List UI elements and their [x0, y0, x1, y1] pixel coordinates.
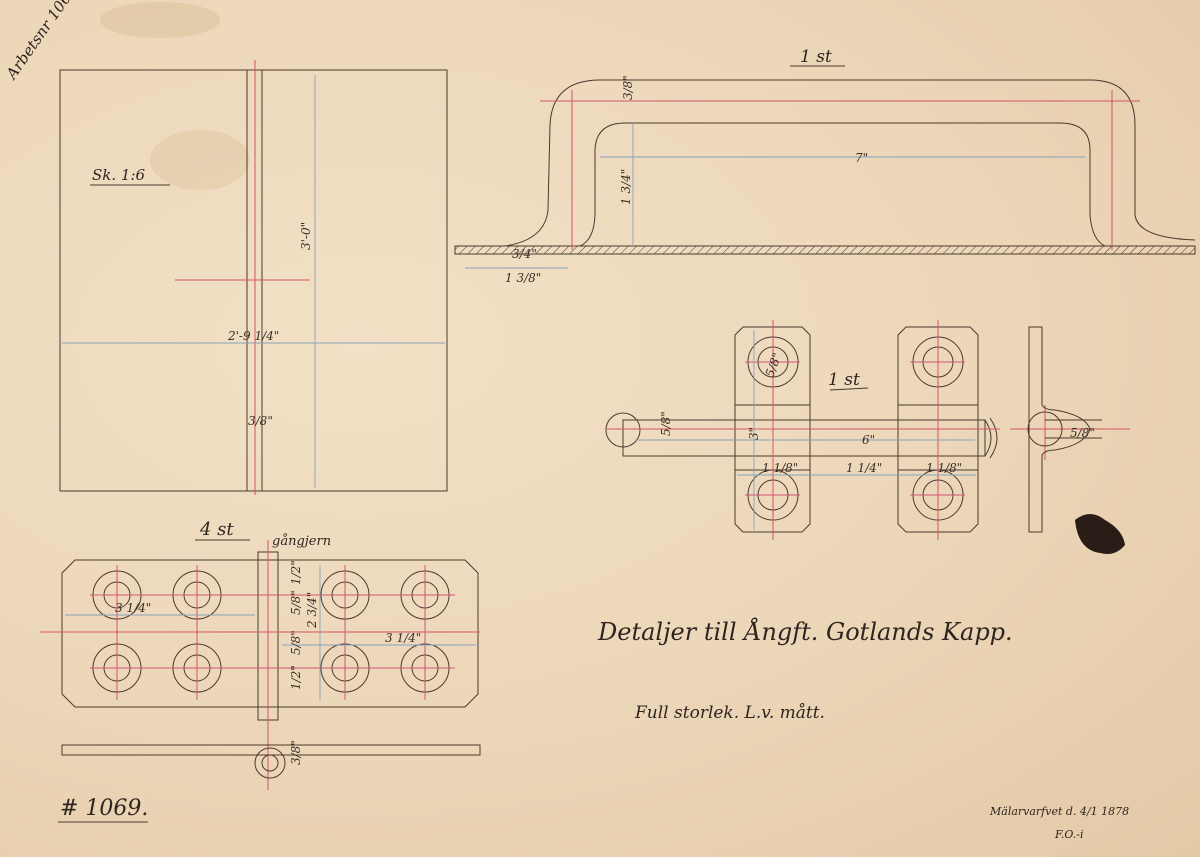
- handle-base-dim: 3/4": [512, 247, 537, 261]
- drawing-number: # 1069.: [60, 796, 148, 821]
- handle-foot-dim: 1 3/8": [505, 271, 541, 285]
- hinge-strip-dim: 3/8": [289, 740, 303, 765]
- bolt-plate-left: [734, 326, 811, 533]
- handle-quantity-label: 1 st: [800, 47, 832, 67]
- bolt-plate-right: [897, 326, 979, 533]
- plate-outline: [59, 69, 448, 492]
- handle-inner-outline: [579, 122, 1106, 247]
- signature-initials: F.O.-i: [1054, 828, 1084, 841]
- hinge-view: 4 st gångjern 3 1/4" 3 1/4" 2 3/4" 1/2": [40, 519, 481, 790]
- hinge-edge-view: [61, 744, 481, 756]
- corner-note: Arbetsnr 106.: [1, 0, 77, 84]
- bolt-spacing-dim-1: 1 1/8": [762, 461, 798, 475]
- hinge-right-dim: 3 1/4": [385, 631, 421, 645]
- ink-blot: [1075, 514, 1125, 554]
- hinge-outline: [61, 559, 479, 708]
- hinge-height-dim: 2 3/4": [305, 592, 319, 629]
- bolt-side-dim: 5/8": [1070, 426, 1095, 440]
- bolt-side-view: [1028, 326, 1091, 533]
- bolt-rod: [622, 419, 986, 457]
- stain: [100, 2, 220, 38]
- hinge-note: gångjern: [272, 533, 331, 549]
- hinge-knuckle-dim-3: 5/8": [289, 630, 303, 655]
- signature-place-date: Mälarvarfvet d. 4/1 1878: [989, 805, 1129, 818]
- hinge-knuckle-dim-2: 5/8": [289, 590, 303, 615]
- bolt-view: 1 st 3" 5/8" 5/8" 6" 1 1/8": [605, 320, 1130, 540]
- handle-thickness-dim: 3/8": [621, 75, 635, 100]
- handle-outer-outline: [504, 79, 1196, 247]
- plate-view: Sk. 1:6 3'-0" 2'-9 1/4" 3/8": [59, 60, 448, 495]
- plate-width-dim: 2'-9 1/4": [227, 329, 279, 343]
- hinge-quantity-label: 4 st: [199, 519, 234, 540]
- bolt-spacing-dim-3: 1 1/8": [926, 461, 962, 475]
- handle-length-dim: 7": [855, 151, 868, 165]
- stain: [150, 130, 250, 190]
- hinge-left-dim: 3 1/4": [115, 601, 151, 615]
- bolt-spacing-dim-2: 1 1/4": [846, 461, 882, 475]
- hinge-knuckle-dim-4: 1/2": [289, 665, 303, 690]
- scale-label: Sk. 1:6: [92, 166, 145, 184]
- handle-view: 1 st 7" 1 3/4" 1 3/8" 3/8" 3/4": [454, 47, 1196, 285]
- plate-small-dim: 3/8": [248, 414, 273, 428]
- handle-height-dim: 1 3/4": [619, 169, 633, 205]
- bolt-rod-dia-dim: 5/8": [659, 411, 673, 436]
- drawing-title: Detaljer till Ångft. Gotlands Kapp.: [597, 617, 1013, 646]
- hinge-knuckle-dim-1: 1/2": [289, 560, 303, 585]
- bolt-rod-length-dim: 6": [862, 433, 875, 447]
- bolt-quantity-label: 1 st: [828, 370, 860, 390]
- drawing-subtitle: Full storlek. L.v. mått.: [634, 703, 825, 723]
- plate-height-dim: 3'-0": [299, 222, 313, 250]
- bolt-plate-height-dim: 3": [747, 427, 761, 440]
- base-plate-section: [454, 245, 1196, 255]
